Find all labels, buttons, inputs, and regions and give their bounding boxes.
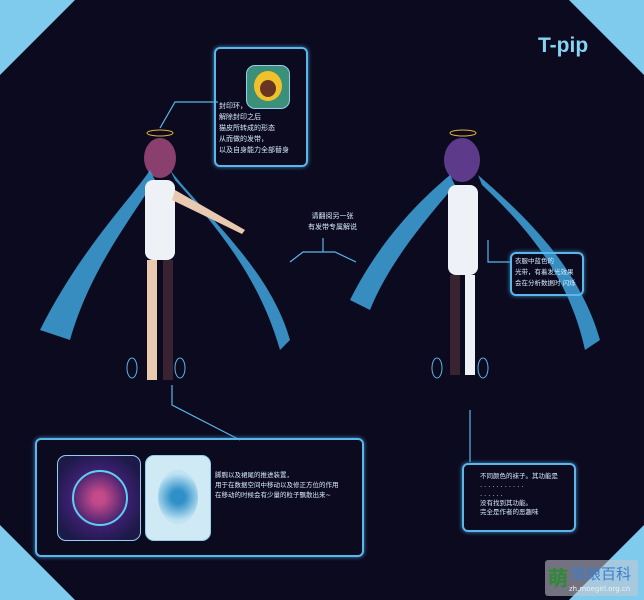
note-thrusters: 脚腕以及裙尾的推进装置， 用于在数据空间中移动以及修正方位的作用 在移动的时候会… (215, 471, 339, 499)
leader-lines (159, 101, 512, 462)
note-clothing-glow: 衣服中蓝色的 光带，有着发光效果 会在分析数据时 闪烁 (515, 257, 576, 287)
note-seal: 封印环， 解除封印之后 猫皮所转成的形态 从而做的发带， 以及自身能力全部替身 (219, 102, 289, 154)
note-box-socks (462, 463, 576, 532)
watermark-logo: 萌 (548, 566, 568, 590)
note-box-thrusters (35, 438, 364, 557)
note-box-clothing (510, 252, 584, 296)
corner-decoration (569, 0, 644, 75)
cat-mask-image (246, 65, 290, 109)
back-view-figure (350, 129, 600, 379)
front-view-figure (40, 129, 290, 380)
watermark: 萌 萌娘百科 zh.moegirl.org.cn (545, 560, 638, 596)
watermark-name: 萌娘百科 (571, 565, 632, 583)
note-box-seal (214, 47, 308, 167)
note-socks: 不同颜色的袜子。其功能是 . . . . . . . . . . . . . .… (480, 472, 558, 516)
page-title: T-pip (538, 34, 589, 57)
corner-decoration (0, 0, 75, 75)
thruster-image-2 (145, 455, 211, 541)
watermark-url: zh.moegirl.org.cn (569, 585, 631, 593)
thruster-image-1 (57, 455, 141, 541)
note-hair-ribbon: 请翻阅另一张 有发带专属解说 (308, 212, 357, 231)
